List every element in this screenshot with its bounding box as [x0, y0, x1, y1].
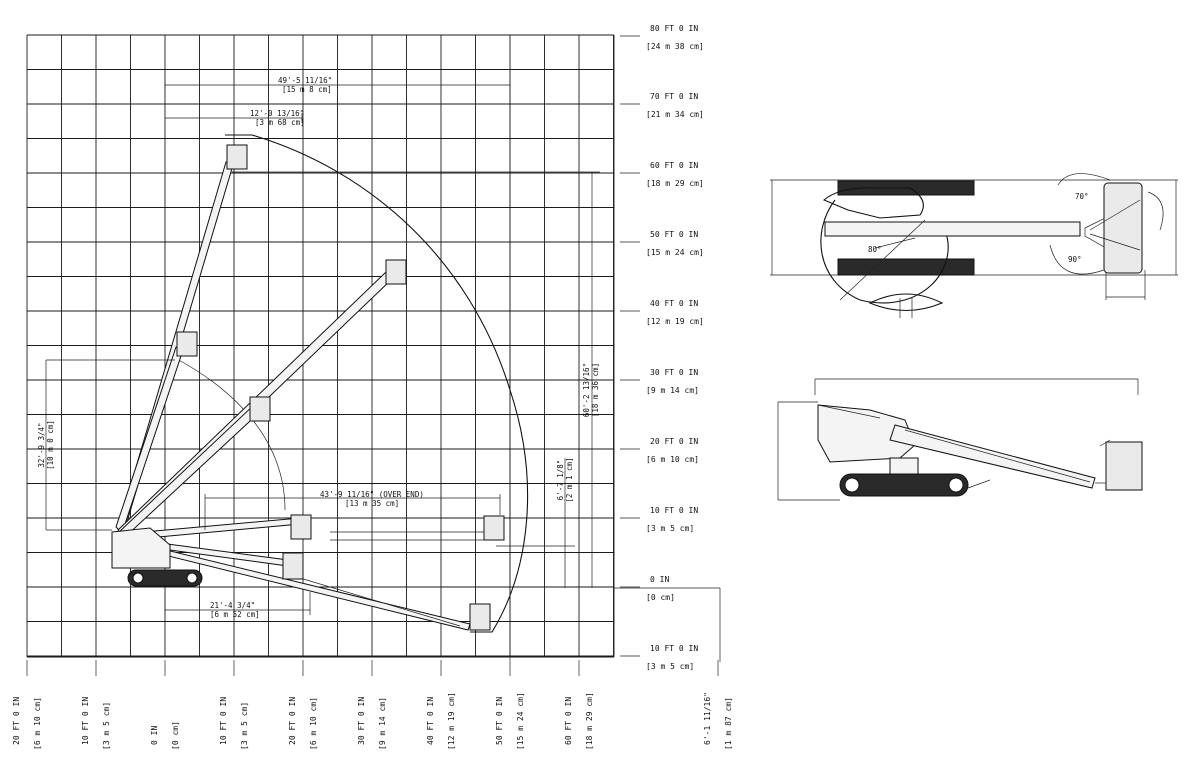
right-axis-label: 10 FT 0 IN [650, 644, 698, 653]
right-axis-label: 60 FT 0 IN [650, 161, 698, 170]
right-axis-metric: [18 m 29 cm] [646, 179, 704, 188]
bottom-axis-metric: [0 cm] [171, 721, 180, 750]
right-axis: 80 FT 0 IN [24 m 38 cm] 70 FT 0 IN [21 m 34… [620, 24, 704, 671]
over-end-ft: 43'-9 11/16" (OVER END) [320, 490, 424, 499]
right-axis-label: 0 IN [650, 575, 669, 584]
bottom-axis-label: 40 FT 0 IN [426, 697, 435, 745]
right-axis-metric: [12 m 19 cm] [646, 317, 704, 326]
upper-offset-ft: 12'-0 13/16" [250, 109, 304, 118]
below-reach-m: [6 m 52 cm] [210, 610, 260, 619]
right-axis-label: 80 FT 0 IN [650, 24, 698, 33]
bottom-axis-metric: [1 m 87 cm] [724, 697, 733, 750]
bottom-axis-metric: [12 m 19 cm] [447, 692, 456, 750]
bottom-axis-label: 30 FT 0 IN [357, 697, 366, 745]
below-reach-ft: 21'-4 3/4" [210, 601, 255, 610]
left-height-m: [10 m 0 cm] [46, 420, 55, 470]
max-height-ft: 60'-2 13/16" [582, 363, 591, 417]
plan-angle-b: 90° [1068, 255, 1082, 264]
platform-baskets [176, 144, 505, 631]
bottom-axis-metric: [6 m 10 cm] [309, 697, 318, 750]
right-axis-metric: [0 cm] [646, 593, 675, 602]
right-axis-metric: [3 m 5 cm] [646, 524, 694, 533]
right-axis-metric: [15 m 24 cm] [646, 248, 704, 257]
max-height-m: [18 m 36 cm] [591, 363, 600, 417]
working-envelope-arc [225, 134, 529, 633]
right-axis-label: 20 FT 0 IN [650, 437, 698, 446]
bottom-axis-label: 20 FT 0 IN [12, 697, 21, 745]
right-axis-label: 70 FT 0 IN [650, 92, 698, 101]
bottom-axis-metric: [15 m 24 cm] [516, 692, 525, 750]
bottom-axis: 20 FT 0 IN [6 m 10 cm] 10 FT 0 IN [3 m 5 cm… [12, 660, 733, 750]
side-track [839, 473, 969, 497]
plan-angle-c: 80° [868, 245, 882, 254]
small-height-m: [2 m 1 cm] [565, 457, 574, 502]
small-height-ft: 6'-7 1/8" [556, 460, 565, 501]
bottom-axis-metric: [6 m 10 cm] [33, 697, 42, 750]
grid [26, 34, 615, 658]
bottom-axis-label: 10 FT 0 IN [81, 697, 90, 745]
plan-view-drawing: 70° 90° 80° [770, 173, 1178, 318]
over-end-m: [13 m 35 cm] [345, 499, 399, 508]
side-view-drawing [777, 378, 1143, 501]
bottom-axis-metric: [18 m 29 cm] [585, 692, 594, 750]
bottom-axis-label: 6'-1 11/16" [703, 692, 712, 745]
dimension-lines [45, 80, 721, 662]
right-axis-metric: [3 m 5 cm] [646, 662, 694, 671]
right-axis-metric: [9 m 14 cm] [646, 386, 699, 395]
bottom-axis-label: 20 FT 0 IN [288, 697, 297, 745]
right-axis-label: 40 FT 0 IN [650, 299, 698, 308]
bottom-axis-metric: [3 m 5 cm] [102, 702, 111, 750]
bottom-axis-label: 0 IN [150, 726, 159, 745]
top-reach-m: [15 m 8 cm] [282, 85, 332, 94]
lower-track [837, 258, 975, 276]
left-height-ft: 32'-9 3/4" [37, 422, 46, 467]
right-axis-label: 10 FT 0 IN [650, 506, 698, 515]
bottom-axis-metric: [3 m 5 cm] [240, 702, 249, 750]
top-reach-ft: 49'-5 11/16" [278, 76, 332, 85]
upper-offset-m: [3 m 68 cm] [255, 118, 305, 127]
bottom-axis-label: 60 FT 0 IN [564, 697, 573, 745]
right-axis-label: 30 FT 0 IN [650, 368, 698, 377]
right-axis-metric: [21 m 34 cm] [646, 110, 704, 119]
right-axis-label: 50 FT 0 IN [650, 230, 698, 239]
bottom-axis-label: 50 FT 0 IN [495, 697, 504, 745]
bottom-axis-label: 10 FT 0 IN [219, 697, 228, 745]
plan-angle-a: 70° [1075, 192, 1089, 201]
dimension-labels: 49'-5 11/16" [15 m 8 cm] 12'-0 13/16" [3… [37, 76, 600, 619]
right-axis-metric: [24 m 38 cm] [646, 42, 704, 51]
bottom-axis-metric: [9 m 14 cm] [378, 697, 387, 750]
right-axis-metric: [6 m 10 cm] [646, 455, 699, 464]
machine-base [111, 527, 203, 587]
